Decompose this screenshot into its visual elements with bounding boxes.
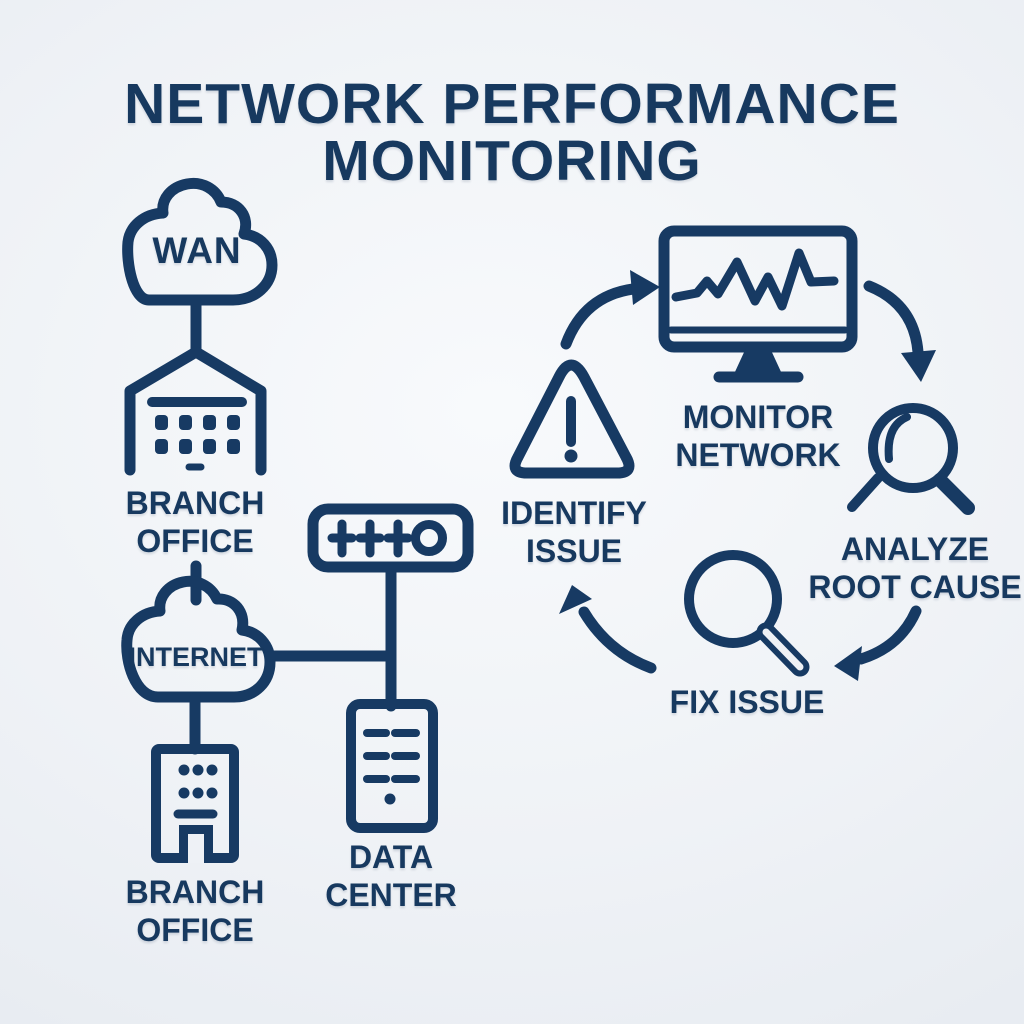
branch-office-bottom-label: BRANCH OFFICE: [126, 874, 265, 948]
arrow-monitor-to-analyze: [863, 280, 936, 382]
arrow-identify-to-monitor: [560, 270, 660, 350]
label-line: BRANCH: [126, 874, 265, 910]
router-icon: [307, 503, 474, 573]
fix-issue-label: FIX ISSUE: [670, 684, 825, 720]
label-line: ANALYZE: [841, 531, 989, 567]
exclamation-dot: [564, 449, 578, 463]
monitor-graph-icon: [658, 225, 858, 383]
page-title: NETWORK PERFORMANCE MONITORING: [124, 72, 900, 193]
label-line: NETWORK: [675, 437, 840, 473]
magnifier-icon: [847, 403, 975, 515]
label-line: OFFICE: [136, 912, 253, 948]
monitor-stand: [734, 348, 782, 374]
label-line: DATA: [349, 839, 433, 875]
server-icon: [346, 699, 438, 833]
analyze-root-cause-label: ANALYZE ROOT CAUSE: [808, 531, 1021, 605]
building-windows: [155, 415, 240, 454]
internet-label: INTERNET: [129, 642, 265, 672]
warning-triangle-icon: [509, 359, 635, 479]
branch-office-top-label: BRANCH OFFICE: [126, 485, 265, 559]
identify-issue-label: IDENTIFY ISSUE: [501, 495, 647, 569]
office-building-icon: [124, 346, 267, 476]
wan-cloud-icon: WAN: [122, 177, 278, 306]
magnifier-icon: [684, 550, 810, 677]
magnifier-handle: [933, 473, 975, 515]
arrow-fix-to-identify: [559, 585, 657, 674]
building-door: [179, 825, 213, 863]
label-line: ROOT CAUSE: [808, 569, 1021, 605]
label-line: ISSUE: [526, 533, 622, 569]
title-line-2: MONITORING: [322, 129, 701, 193]
label-line: IDENTIFY: [501, 495, 647, 531]
line-graph: [671, 248, 839, 311]
monitor-network-label: MONITOR NETWORK: [675, 399, 840, 473]
data-center-label: DATA CENTER: [325, 839, 457, 913]
label-line: CENTER: [325, 877, 457, 913]
lens-glare: [884, 413, 911, 463]
label-line: MONITOR: [683, 399, 834, 435]
office-building-icon: [151, 744, 239, 863]
title-line-1: NETWORK PERFORMANCE: [124, 72, 900, 136]
arrow-analyze-to-fix: [834, 605, 922, 681]
label-line: BRANCH: [126, 485, 265, 521]
label-line: OFFICE: [136, 523, 253, 559]
building-windows: [178, 764, 218, 799]
wan-label: WAN: [152, 230, 241, 271]
